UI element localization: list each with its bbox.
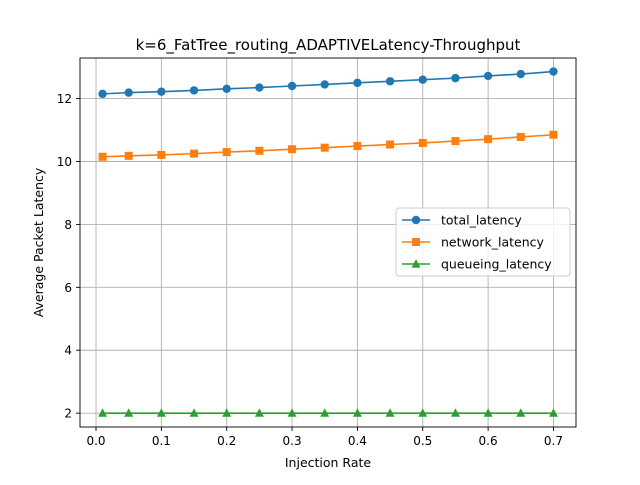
data-point bbox=[222, 408, 232, 417]
data-point bbox=[352, 408, 362, 417]
data-point bbox=[385, 408, 395, 417]
data-point bbox=[189, 408, 199, 417]
legend-marker bbox=[412, 238, 420, 246]
legend-item: network_latency bbox=[402, 235, 545, 250]
data-point bbox=[124, 408, 134, 417]
data-point bbox=[516, 408, 526, 417]
legend-item: queueing_latency bbox=[402, 257, 552, 272]
x-tick-label: 0.2 bbox=[217, 434, 236, 448]
data-point bbox=[418, 138, 427, 147]
data-point bbox=[516, 69, 525, 79]
data-point bbox=[385, 77, 395, 86]
data-point bbox=[254, 408, 264, 417]
data-point bbox=[386, 140, 395, 149]
legend-marker bbox=[411, 259, 421, 268]
series-network-latency bbox=[98, 130, 558, 161]
x-tick-label: 0.1 bbox=[152, 434, 171, 448]
data-point bbox=[548, 408, 558, 417]
y-tick-label: 6 bbox=[64, 281, 72, 295]
data-point bbox=[516, 132, 525, 141]
legend-item: total_latency bbox=[402, 213, 522, 228]
x-tick-label: 0.4 bbox=[348, 434, 367, 448]
data-point bbox=[549, 130, 558, 139]
x-tick-label: 0.7 bbox=[544, 434, 563, 448]
data-point bbox=[483, 71, 493, 81]
data-point bbox=[353, 142, 362, 151]
data-point bbox=[484, 135, 493, 144]
data-point bbox=[450, 408, 460, 417]
series-group bbox=[98, 67, 558, 417]
x-tick-label: 0.5 bbox=[413, 434, 432, 448]
legend-label: queueing_latency bbox=[441, 257, 552, 272]
data-point bbox=[255, 83, 264, 92]
data-point bbox=[222, 148, 231, 157]
legend-label: network_latency bbox=[441, 235, 545, 250]
plot-area-frame bbox=[79, 57, 577, 428]
y-tick-label: 10 bbox=[57, 155, 72, 169]
series-total-latency bbox=[98, 67, 558, 99]
legend: total_latency network_latency queueing_lat… bbox=[395, 207, 571, 277]
data-point bbox=[418, 75, 427, 84]
y-tick-label: 12 bbox=[57, 92, 72, 106]
y-tick-label: 8 bbox=[64, 218, 72, 232]
data-point bbox=[189, 86, 199, 95]
data-point bbox=[320, 408, 330, 417]
y-tick-label: 4 bbox=[64, 344, 72, 358]
legend-box bbox=[395, 207, 571, 277]
data-point bbox=[98, 89, 107, 99]
data-point bbox=[320, 80, 329, 89]
axis-ticks: 0.0 0.1 0.2 0.3 0.4 0.5 0.6 0.7 2 4 6 8 10 12 bbox=[57, 92, 563, 448]
data-point bbox=[353, 78, 362, 88]
data-point bbox=[418, 408, 428, 417]
x-tick-label: 0.6 bbox=[479, 434, 498, 448]
data-point bbox=[157, 87, 166, 96]
data-point bbox=[287, 408, 297, 417]
data-point bbox=[549, 67, 558, 76]
data-point bbox=[98, 408, 108, 417]
series-queueing-latency bbox=[98, 408, 558, 417]
data-point bbox=[124, 151, 133, 160]
data-point bbox=[190, 149, 199, 158]
data-point bbox=[451, 73, 460, 83]
data-point bbox=[483, 408, 493, 417]
y-axis-label: Average Packet Latency bbox=[31, 167, 46, 317]
data-point bbox=[222, 84, 231, 94]
data-point bbox=[98, 152, 107, 161]
legend-marker bbox=[411, 215, 421, 225]
data-point bbox=[288, 145, 297, 154]
x-tick-label: 0.3 bbox=[283, 434, 302, 448]
data-point bbox=[124, 88, 133, 97]
data-point bbox=[451, 137, 460, 146]
legend-label: total_latency bbox=[441, 213, 522, 228]
data-point bbox=[156, 408, 166, 417]
y-tick-label: 2 bbox=[64, 407, 72, 421]
data-point bbox=[157, 150, 166, 159]
x-tick-label: 0.0 bbox=[86, 434, 105, 448]
data-point bbox=[287, 81, 297, 91]
data-point bbox=[255, 146, 264, 155]
chart-title: k=6_FatTree_routing_ADAPTIVELatency-Thro… bbox=[136, 36, 521, 55]
data-point bbox=[320, 143, 329, 152]
x-axis-label: Injection Rate bbox=[285, 455, 372, 470]
